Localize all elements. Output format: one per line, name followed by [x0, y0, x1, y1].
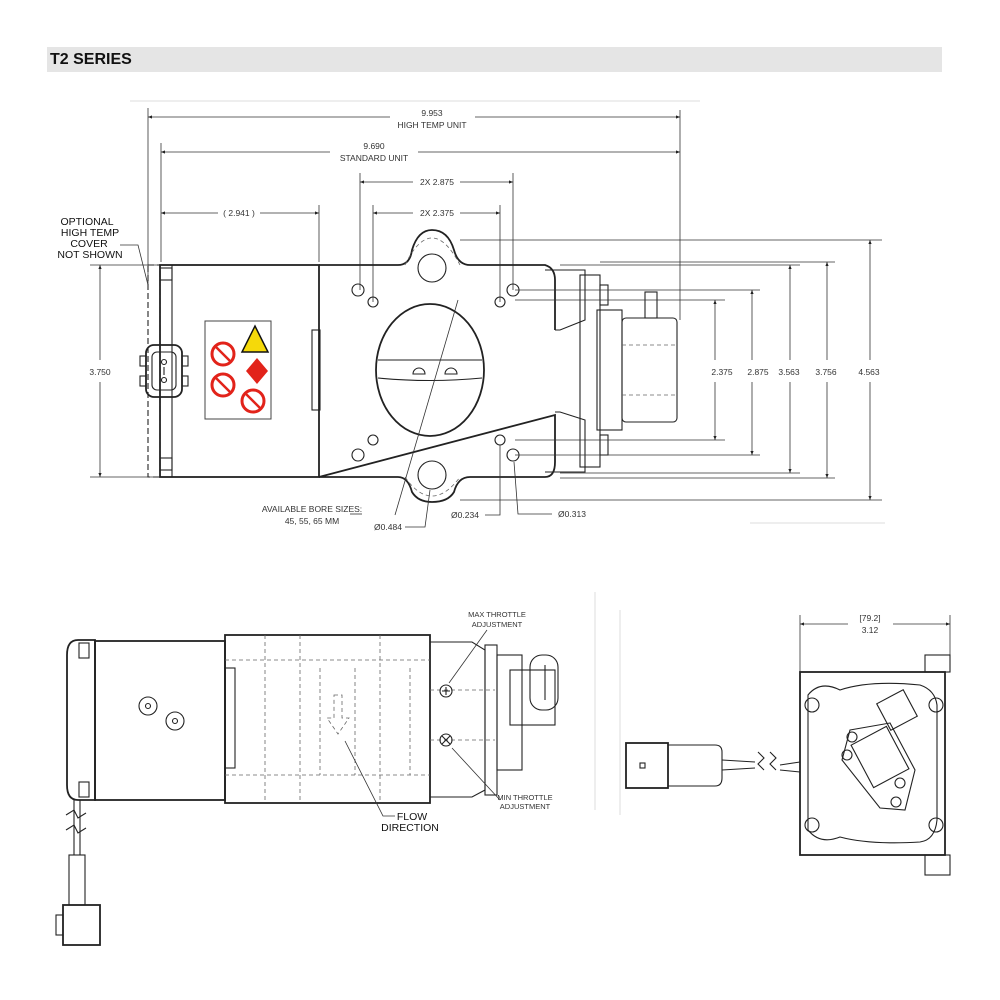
max-throttle-label: ADJUSTMENT: [472, 620, 523, 629]
dia-0484-label: Ø0.484: [374, 522, 402, 532]
dim-2x-2875: 2X 2.875: [360, 177, 513, 187]
dim-value: 2X 2.375: [420, 208, 454, 218]
right-dims: 2.375 2.875 3.563 3.756 4.563: [460, 239, 882, 501]
dim-value: 2X 2.875: [420, 177, 454, 187]
note-line: AVAILABLE BORE SIZES:: [262, 504, 362, 514]
dim-value: 2.875: [747, 367, 769, 377]
dim-value: 4.563: [858, 367, 880, 377]
bore-note: AVAILABLE BORE SIZES: 45, 55, 65 MM: [262, 504, 362, 526]
dim-2941: ( 2.941 ): [161, 208, 319, 218]
section-header: T2 SERIES: [47, 47, 942, 72]
note-line: COVER: [70, 238, 108, 250]
max-throttle-label: MAX THROTTLE: [468, 610, 526, 619]
dim-label: STANDARD UNIT: [340, 153, 408, 163]
dim-value: 9.690: [363, 141, 385, 151]
dim-value-mm: [79.2]: [859, 613, 880, 623]
warning-label-icon: [204, 320, 272, 420]
section-title: T2 SERIES: [50, 51, 132, 68]
min-throttle-label: ADJUSTMENT: [500, 802, 551, 811]
dim-value: 3.750: [89, 367, 111, 377]
note-line: HIGH TEMP: [61, 227, 119, 239]
dim-9690: 9.690 STANDARD UNIT: [161, 141, 680, 163]
dim-value: 3.563: [778, 367, 800, 377]
dim-2x-2375: 2X 2.375: [373, 208, 500, 218]
dim-9953: 9.953 HIGH TEMP UNIT: [148, 108, 680, 130]
dim-3750: 3.750: [89, 264, 160, 478]
connector-icon: [139, 344, 189, 398]
dim-value-in: 3.12: [862, 625, 879, 635]
dim-value: 2.375: [711, 367, 733, 377]
dia-0234-label: Ø0.234: [451, 510, 479, 520]
dim-value: 3.756: [815, 367, 837, 377]
top-view: 9.953 HIGH TEMP UNIT 9.690 STANDARD UNIT…: [57, 108, 882, 532]
note-line: 45, 55, 65 MM: [285, 516, 339, 526]
dim-label: HIGH TEMP UNIT: [397, 120, 466, 130]
flow-direction-label: FLOW: [397, 811, 427, 823]
dia-0313-label: Ø0.313: [558, 509, 586, 519]
cover-note: OPTIONAL HIGH TEMP COVER NOT SHOWN: [57, 216, 149, 286]
end-view: [79.2] 3.12: [625, 613, 951, 876]
frame-lines: [130, 100, 885, 815]
mount-holes: [351, 283, 520, 462]
min-throttle-label: MIN THROTTLE: [497, 793, 552, 802]
note-line: NOT SHOWN: [57, 249, 122, 261]
dim-value: 9.953: [421, 108, 443, 118]
flow-direction-label: DIRECTION: [381, 822, 439, 834]
dim-value: ( 2.941 ): [223, 208, 255, 218]
note-line: OPTIONAL: [60, 216, 113, 228]
flow-arrow-icon: [326, 694, 350, 735]
side-view: MAX THROTTLE ADJUSTMENT MIN THROTTLE ADJ…: [55, 610, 559, 946]
